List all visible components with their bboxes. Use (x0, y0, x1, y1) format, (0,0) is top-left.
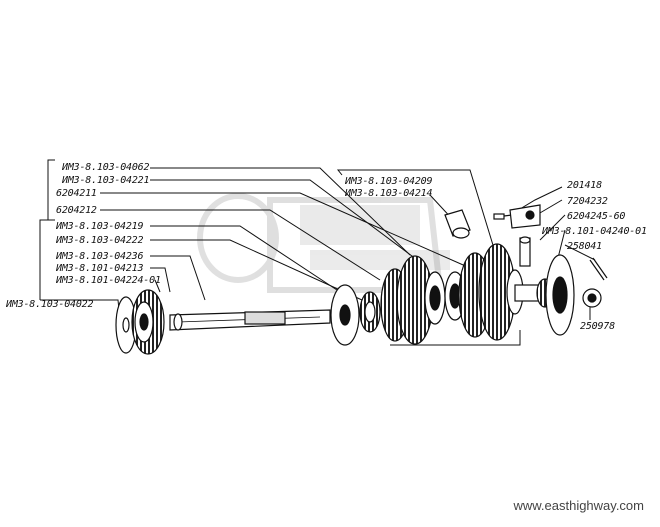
output-flange (514, 254, 575, 336)
part-label-04213: ИМЗ-8.101-04213 (56, 263, 144, 274)
cotter-pin (589, 257, 608, 281)
part-label-04219: ИМЗ-8.103-04219 (56, 221, 144, 232)
part-label-04222: ИМЗ-8.103-04222 (56, 235, 144, 246)
part-label-201418: 201418 (567, 180, 602, 191)
part-label-04221: ИМЗ-8.103-04221 (62, 175, 150, 186)
part-label-250978: 250978 (580, 321, 615, 332)
watermark-url: www.easthighway.com (513, 498, 644, 513)
gear-cluster-2 (458, 243, 524, 341)
part-label-04224: ИМЗ-8.101-04224-01 (56, 275, 161, 286)
part-label-6204245: 6204245-60 (567, 211, 626, 222)
part-label-04022: ИМЗ-8.103-04022 (6, 299, 94, 310)
part-label-04209: ИМЗ-8.103-04209 (345, 176, 433, 187)
part-label-04240: ИМЗ-8.101-04240-01 (542, 226, 647, 237)
spacer-washer (330, 284, 360, 346)
left-small-gear (131, 289, 165, 355)
sleeve (519, 236, 531, 267)
part-label-6204212: 6204212 (56, 205, 97, 216)
small-bushing (444, 209, 471, 239)
bushing (359, 291, 381, 333)
east-logo (300, 205, 450, 270)
part-label-258041: 258041 (567, 241, 602, 252)
part-label-04214: ИМЗ-8.103-04214 (345, 188, 433, 199)
yoke (509, 204, 541, 229)
part-label-04236: ИМЗ-8.103-04236 (56, 251, 144, 262)
part-label-04062: ИМЗ-8.103-04062 (62, 162, 150, 173)
main-shaft (169, 309, 331, 331)
part-label-7204232: 7204232 (567, 196, 608, 207)
part-label-6204211: 6204211 (56, 188, 97, 199)
nut (582, 288, 602, 308)
gear-cluster-1 (380, 255, 446, 345)
